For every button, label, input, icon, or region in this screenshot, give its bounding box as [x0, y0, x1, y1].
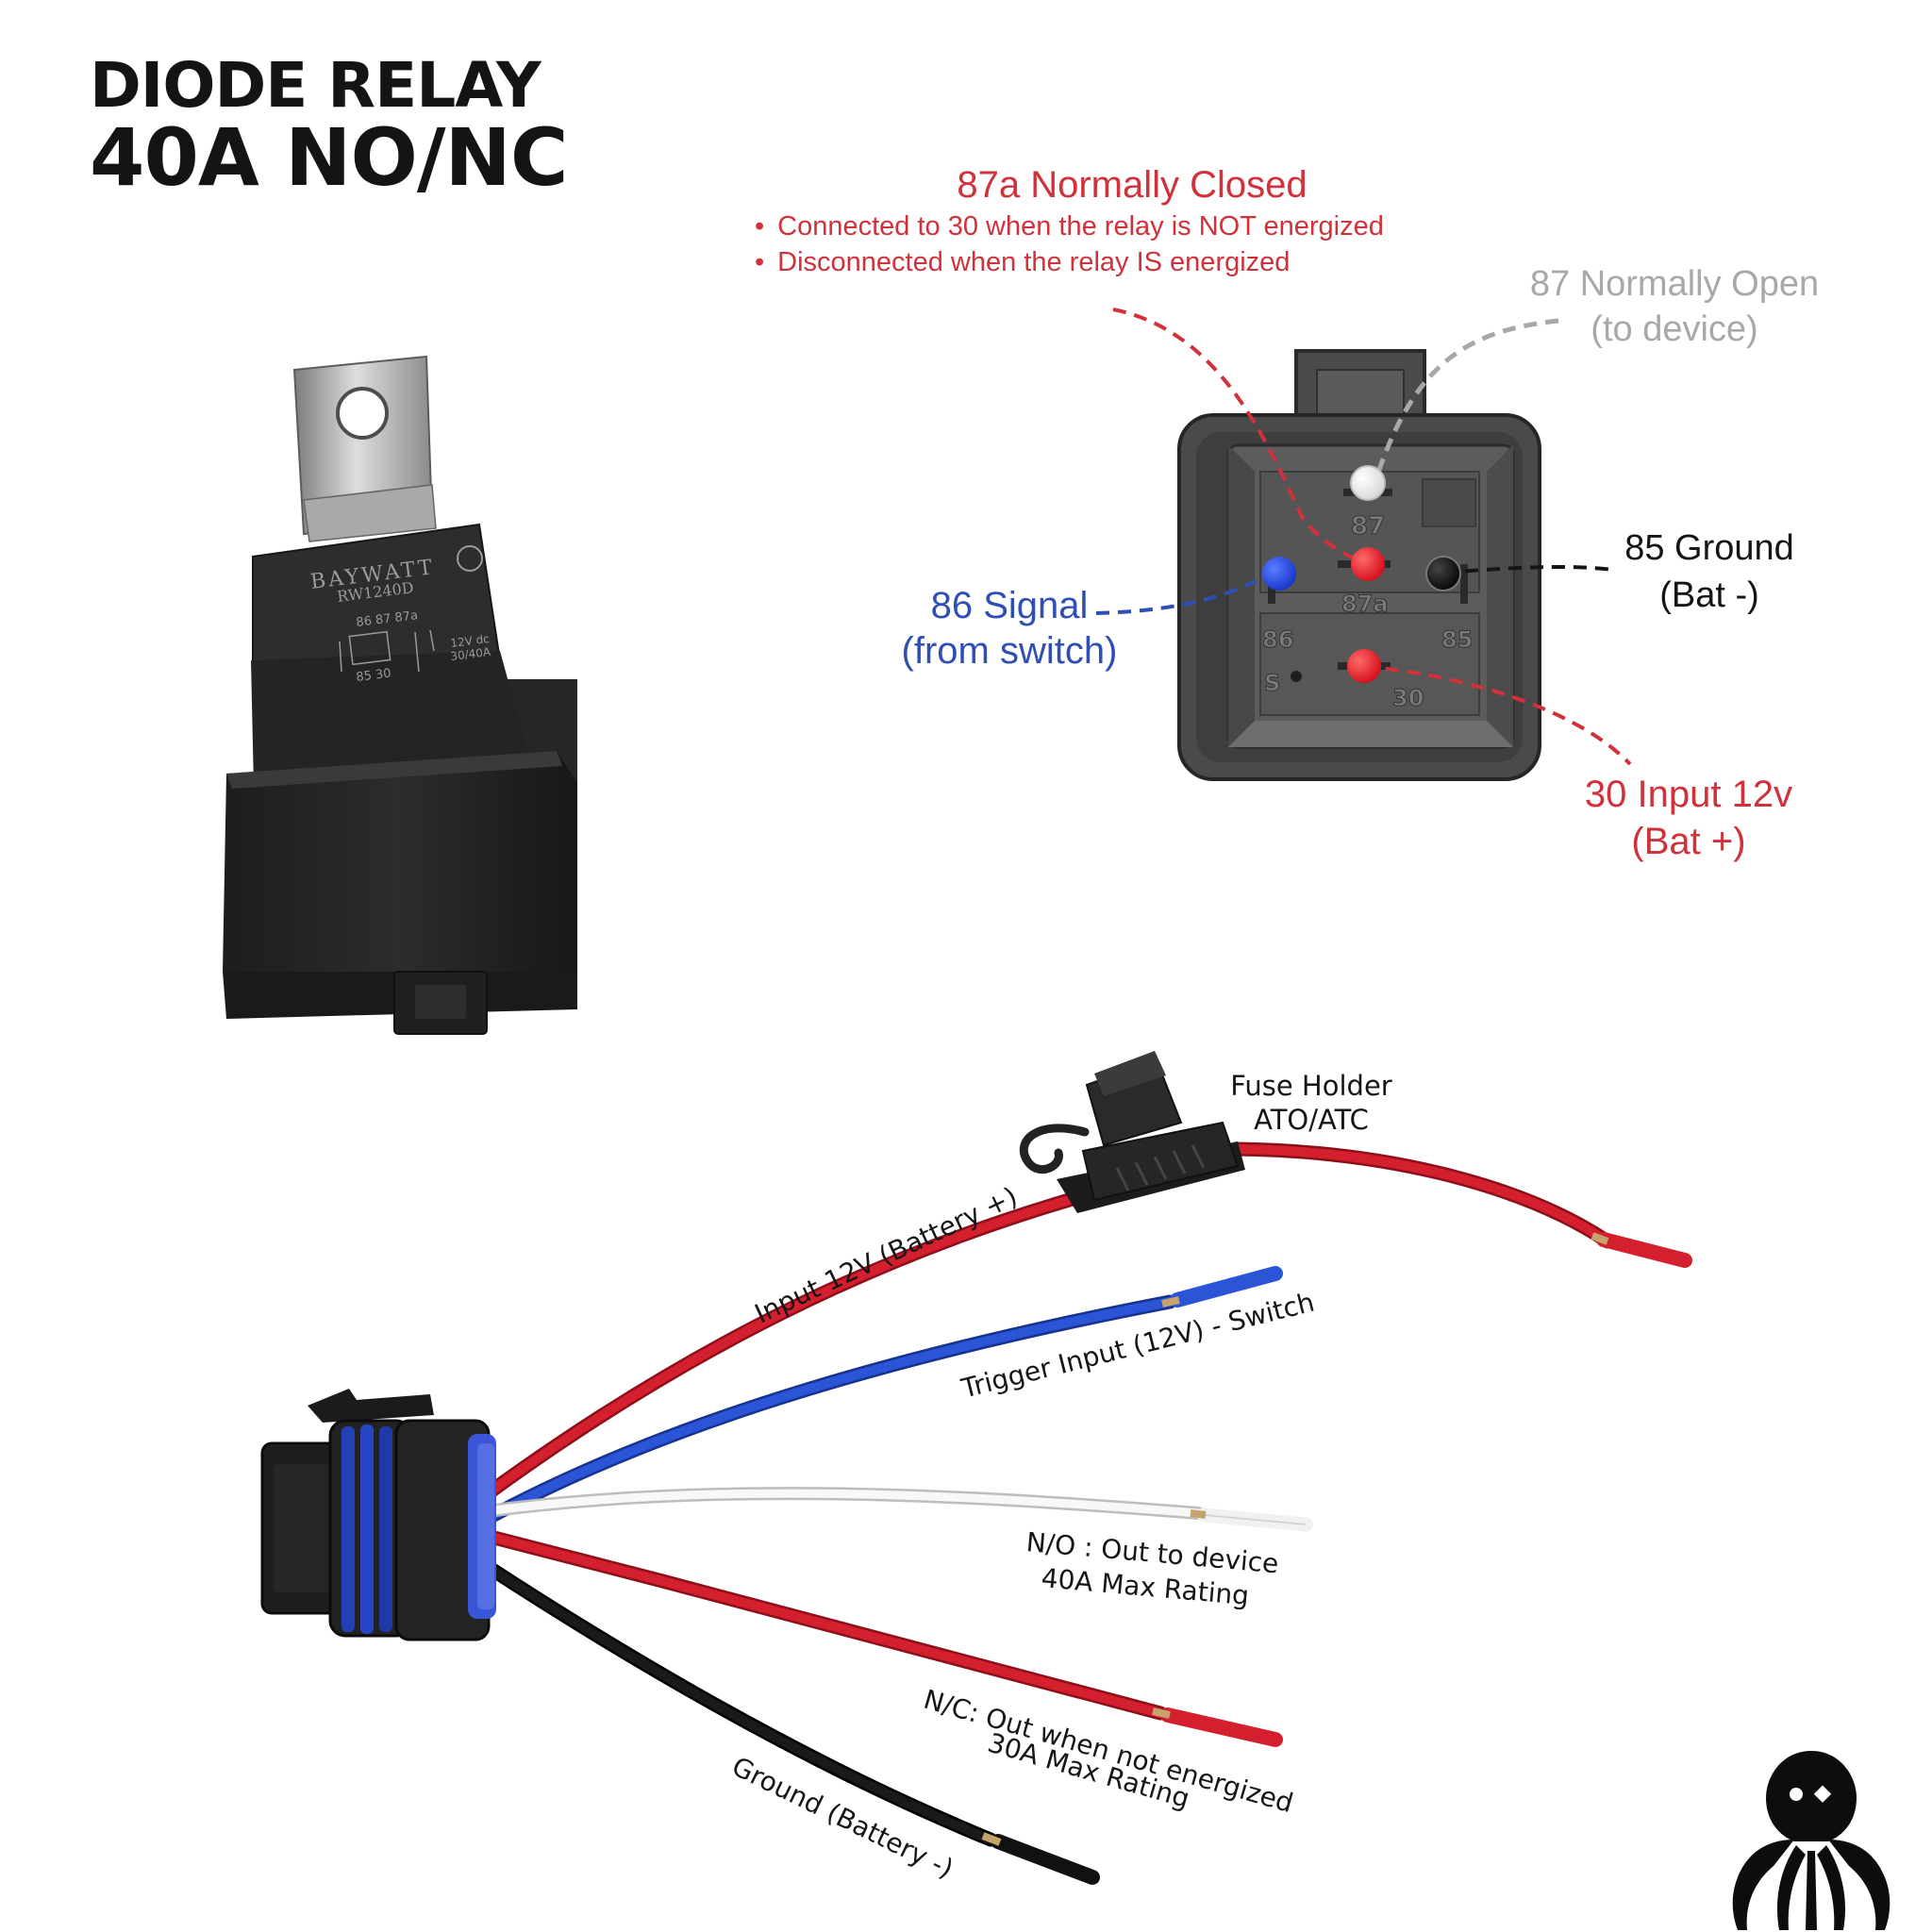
no-callout-line-1: 87 Normally Open: [1529, 264, 1820, 304]
pin-30-marker: [1347, 649, 1381, 683]
pin-label-87: 87: [1351, 512, 1385, 541]
fuse-holder-label-line-1: Fuse Holder: [1230, 1070, 1392, 1102]
page-title-line-2: 40A NO/NC: [90, 111, 568, 204]
pin-87a-marker: [1351, 547, 1385, 581]
leader-86: [1095, 572, 1272, 615]
leader-85: [1442, 564, 1614, 575]
pin-87-marker: [1350, 465, 1386, 501]
leader-30: [1363, 664, 1632, 766]
pin-label-85: 85: [1441, 626, 1473, 653]
ground-callout-line-2: (Bat -): [1659, 575, 1759, 615]
nc-wire: [482, 1531, 1165, 1718]
page-title-line-1: DIODE RELAY: [90, 49, 541, 122]
relay-pin-face: 87 87a 86 85 30 S: [1095, 308, 1632, 781]
leader-87a: [1112, 308, 1369, 566]
pin-label-87a: 87a: [1341, 591, 1389, 617]
relay-photo: BAYWATT RW1240D 86 87 87a 85 30 12V dc 3…: [223, 355, 577, 1035]
nc-callout-bullet-2: Disconnected when the relay IS energized: [755, 247, 1290, 278]
ground-callout-line-1: 85 Ground: [1624, 528, 1794, 568]
nc-callout-title: 87a Normally Closed: [957, 164, 1307, 206]
nc-callout-bullet-1: Connected to 30 when the relay is NOT en…: [755, 211, 1384, 242]
input-callout-line-1: 30 Input 12v: [1584, 774, 1793, 815]
fuse-holder: [1019, 1051, 1245, 1213]
pin-86-marker: [1262, 557, 1296, 591]
no-wire: [482, 1489, 1203, 1518]
signal-callout-line-2: (from switch): [901, 630, 1118, 672]
input-callout-line-2: (Bat +): [1631, 821, 1746, 862]
pin-85-marker: [1425, 556, 1461, 591]
signal-callout-line-1: 86 Signal: [930, 585, 1089, 626]
relay-rating-1-text: 12V dc: [450, 632, 491, 650]
wiring-harness: [260, 1051, 1692, 1885]
relay-schematic-icon: [339, 629, 435, 673]
trigger-wire: [482, 1297, 1174, 1524]
relay-rating-2-text: 30/40A: [450, 645, 492, 663]
fuse-holder-label-line-2: ATO/ATC: [1254, 1104, 1369, 1136]
pin-label-30: 30: [1392, 685, 1424, 711]
relay-pins-bottom-text: 85 30: [356, 667, 392, 685]
ground-wire: [482, 1561, 995, 1844]
leader-87: [1373, 318, 1559, 482]
octopus-logo-icon: [1732, 1751, 1890, 1930]
input-wire: [482, 1193, 1080, 1499]
pin-label-s: S: [1264, 670, 1280, 696]
pin-label-86: 86: [1262, 626, 1293, 653]
no-callout-line-2: (to device): [1591, 309, 1758, 349]
harness-connector: [260, 1389, 496, 1641]
